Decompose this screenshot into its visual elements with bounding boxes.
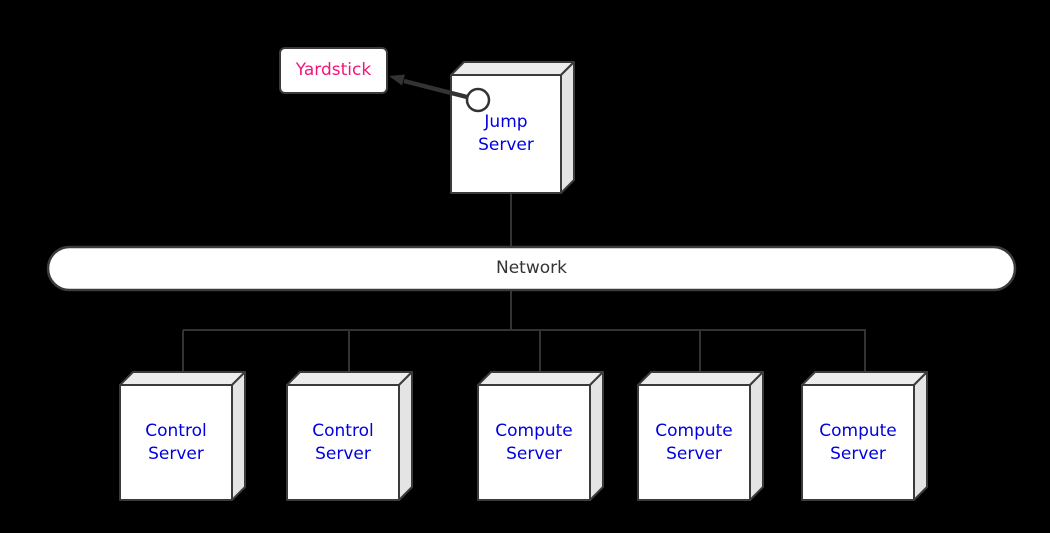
edge-lines	[182, 193, 866, 373]
arrow-shaft	[403, 78, 468, 100]
jump-server-box-side	[560, 61, 575, 194]
server-box-2	[286, 371, 413, 501]
server-box-5	[801, 371, 928, 501]
server-box-front	[477, 384, 591, 501]
server-box-4	[637, 371, 764, 501]
server-box-side	[231, 371, 246, 501]
yardstick-box	[279, 47, 388, 94]
connector-port-icon	[465, 87, 491, 113]
server-box-front	[637, 384, 751, 501]
server-box-1	[119, 371, 246, 501]
server-box-top	[286, 371, 413, 386]
server-box-front	[801, 384, 915, 501]
arrowhead-icon	[389, 74, 405, 86]
server-box-3	[477, 371, 604, 501]
server-box-side	[749, 371, 764, 501]
server-boxes	[119, 371, 928, 501]
server-box-top	[119, 371, 246, 386]
server-box-side	[913, 371, 928, 501]
server-box-front	[119, 384, 233, 501]
network-pill	[46, 245, 1017, 292]
server-box-top	[801, 371, 928, 386]
jump-server-box-front	[450, 74, 562, 194]
server-box-side	[589, 371, 604, 501]
server-box-top	[637, 371, 764, 386]
jump-server-box	[450, 61, 575, 194]
jump-server-box-top	[450, 61, 575, 76]
yardstick-arrow	[389, 74, 468, 100]
server-box-side	[398, 371, 413, 501]
server-box-front	[286, 384, 400, 501]
server-box-top	[477, 371, 604, 386]
